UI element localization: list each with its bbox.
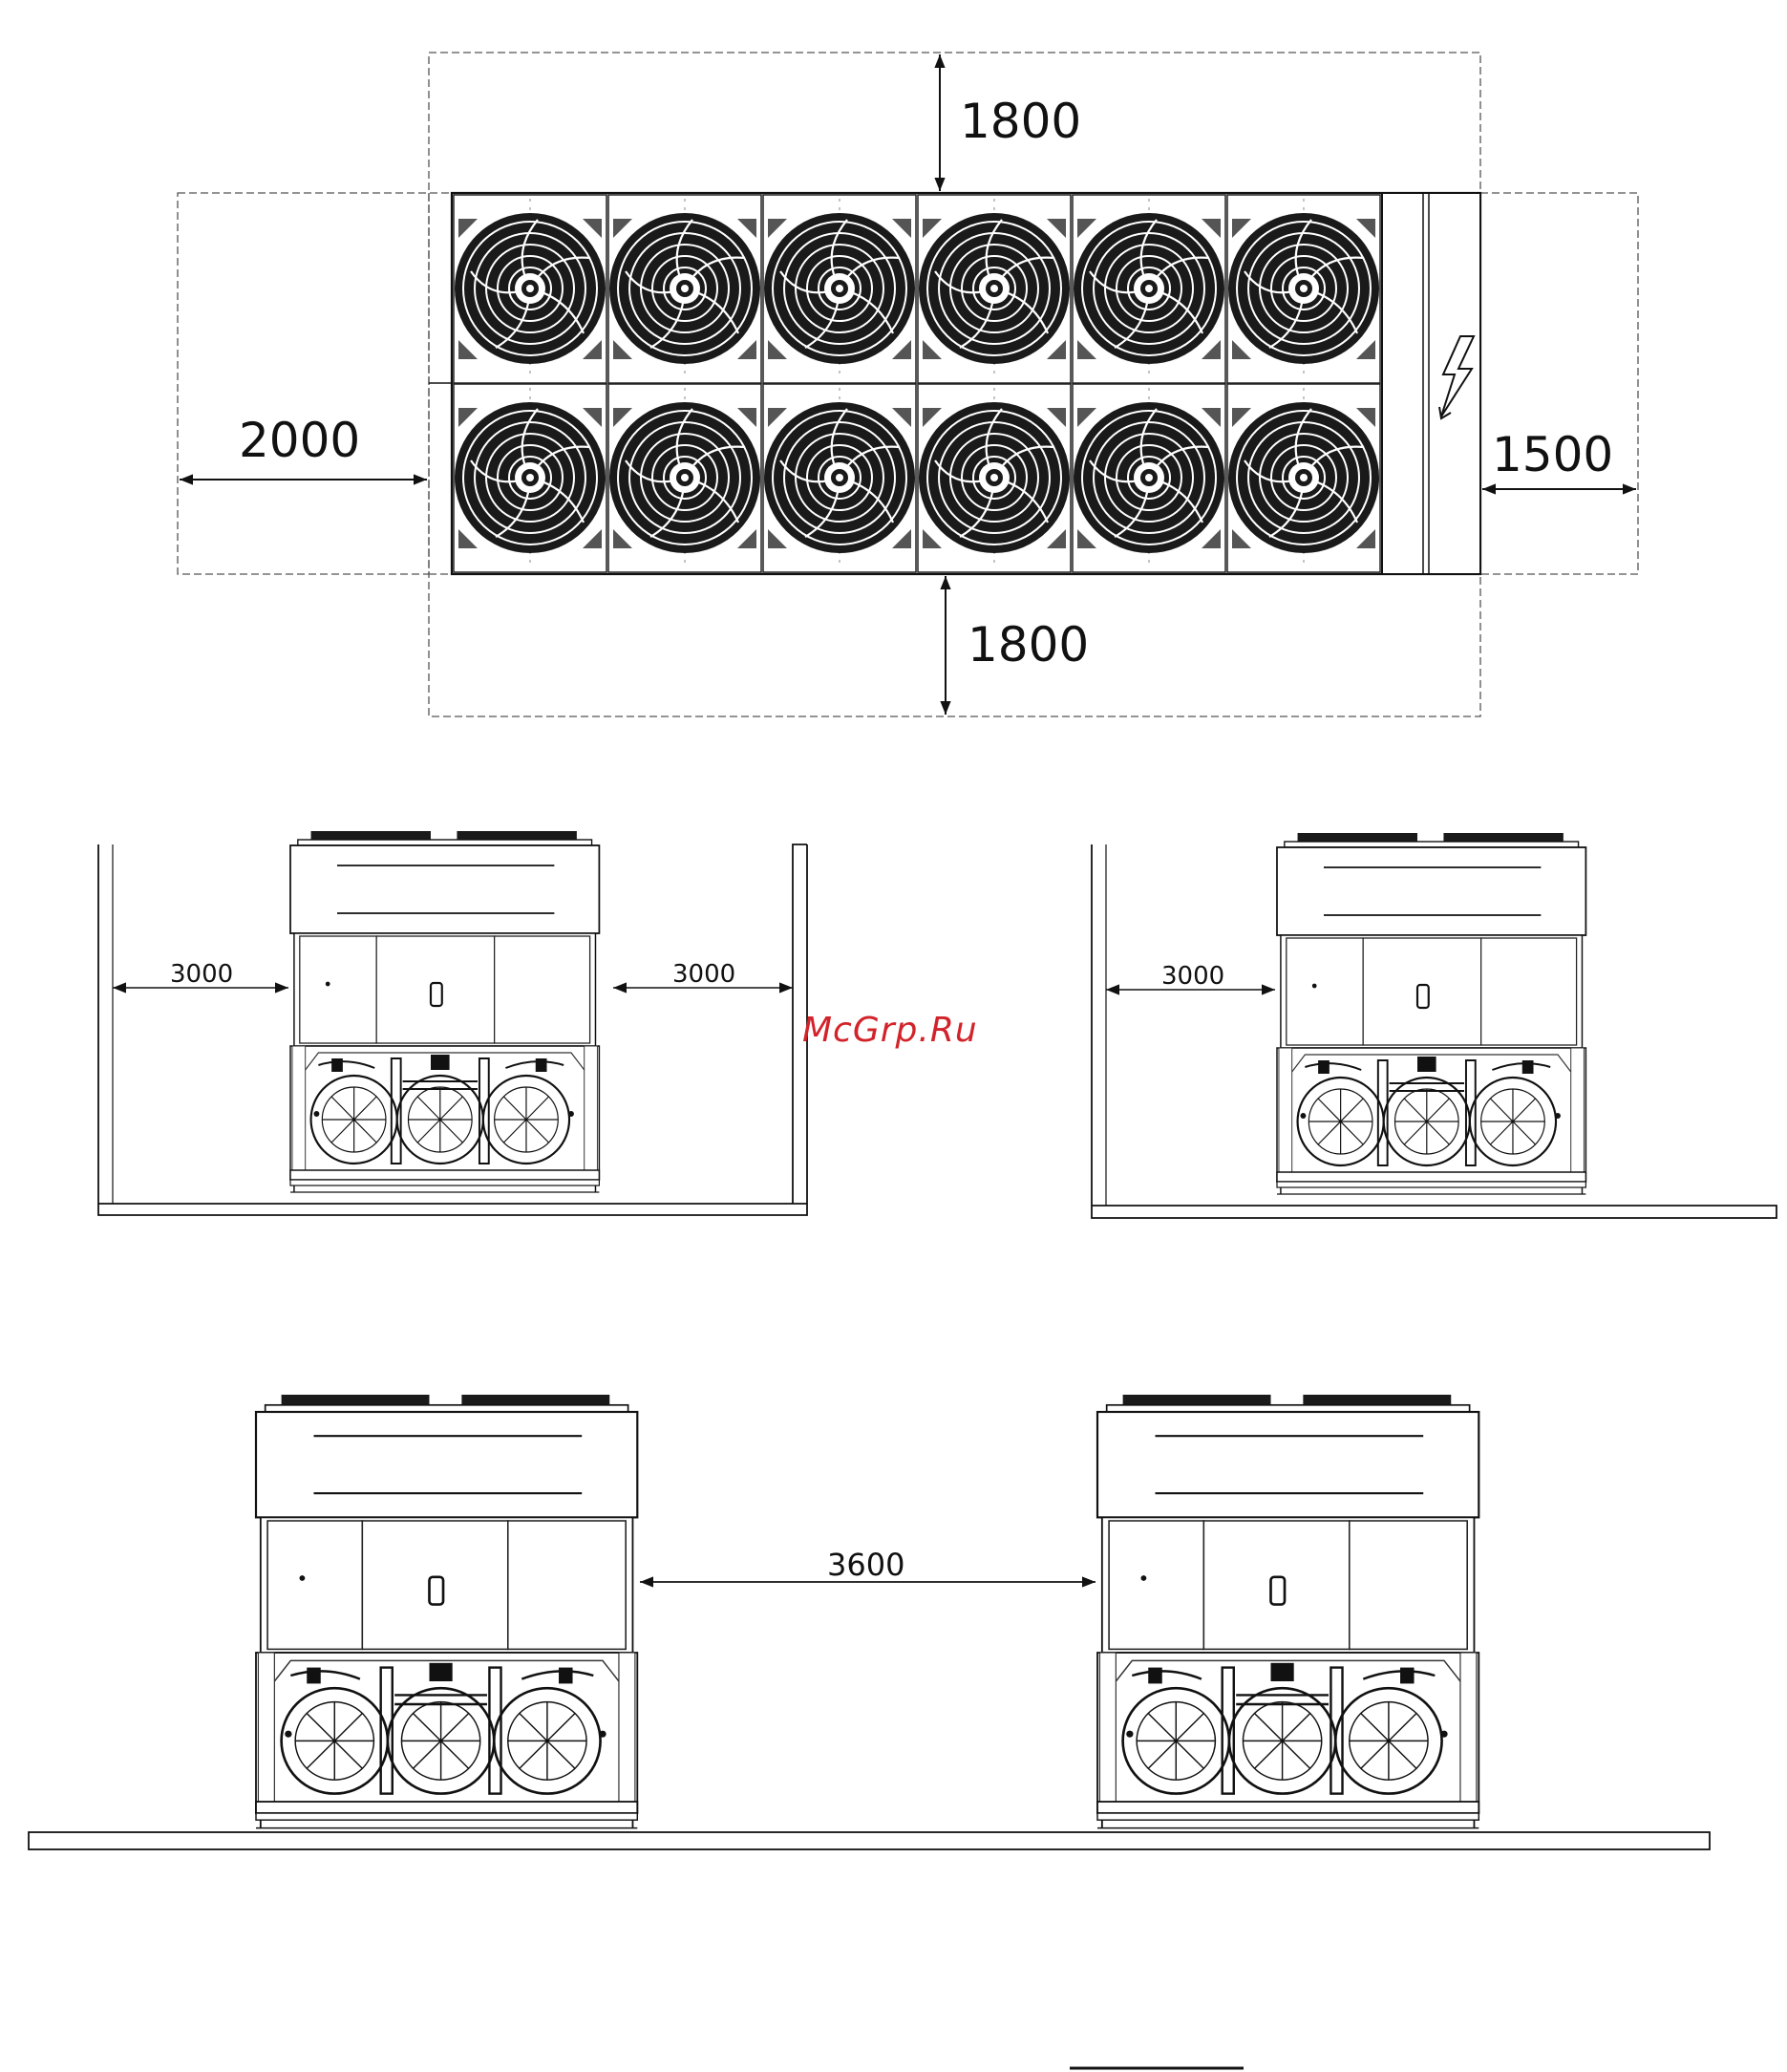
chiller-unit [256,1395,637,1828]
chiller-unit [1277,833,1585,1194]
fan-icon [1073,384,1225,572]
fan-icon [763,384,916,572]
ground-slab [29,1832,1710,1849]
fan-icon [918,195,1071,383]
dim-bottom-label: 1800 [968,617,1089,673]
dim-right-label: 1500 [1492,427,1613,482]
pair-view: 3600 [29,1395,1710,1849]
fan-icon [763,195,916,383]
fan-icon [918,384,1071,572]
clearance-bottom [429,574,1480,716]
fan-icon [1227,384,1380,572]
watermark-text: McGrp.Ru [802,1011,978,1050]
fan-icon [608,384,761,572]
chiller-unit [290,831,599,1192]
clearance-right [1480,193,1638,574]
elevation-view-left: 3000 3000 [98,831,807,1215]
clearance-left [178,193,429,574]
pair-dim-label: 3600 [827,1547,904,1583]
fan-icon [1227,195,1380,383]
fan-icon [454,195,606,383]
elevation-view-right: 3000 [1092,833,1776,1218]
plan-view: 1800 1800 2000 1500 [178,53,1638,716]
clearance-top [429,53,1480,193]
fan-icon [1073,195,1225,383]
fan-icon [454,384,606,572]
elev1-dim-right-label: 3000 [672,960,735,989]
electrical-compartment [1382,193,1480,574]
dim-left-label: 2000 [239,413,360,468]
elev2-dim-left-label: 3000 [1161,962,1224,991]
dim-top-label: 1800 [960,94,1081,149]
elev1-dim-left-label: 3000 [170,960,233,989]
chiller-unit [1097,1395,1479,1828]
fan-icon [608,195,761,383]
